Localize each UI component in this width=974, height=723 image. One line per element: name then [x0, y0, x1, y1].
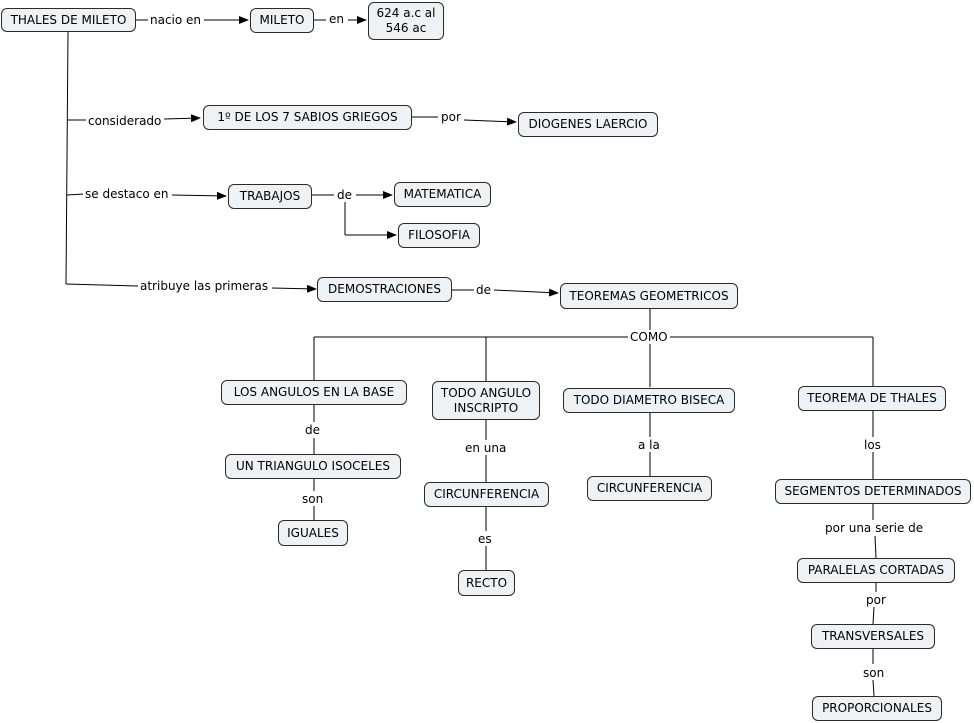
link-label-considerado: considerado	[86, 114, 164, 128]
link-label-nacio-en: nacio en	[148, 13, 204, 27]
link-label-de-trabajos: de	[335, 188, 354, 202]
link-label-atribuye: atribuye las primeras	[138, 279, 271, 293]
node-proporcionales[interactable]: PROPORCIONALES	[812, 696, 942, 721]
link-label-por: por	[439, 110, 463, 124]
node-transversales[interactable]: TRANSVERSALES	[811, 624, 935, 649]
link-label-son-triangulo: son	[300, 492, 326, 506]
node-thales-de-mileto[interactable]: THALES DE MILETO	[1, 8, 136, 32]
node-matematica[interactable]: MATEMATICA	[394, 182, 491, 207]
link-label-es: es	[476, 532, 494, 546]
node-angulos-en-la-base[interactable]: LOS ANGULOS EN LA BASE	[221, 380, 407, 405]
link-label-de-angulos: de	[303, 423, 322, 437]
node-triangulo-isosceles[interactable]: UN TRIANGULO ISOCELES	[225, 454, 401, 479]
node-filosofia[interactable]: FILOSOFIA	[398, 223, 480, 248]
node-diogenes-laercio[interactable]: DIOGENES LAERCIO	[518, 112, 658, 137]
link-label-por-una-serie-de: por una serie de	[823, 521, 926, 535]
node-teorema-de-thales[interactable]: TEOREMA DE THALES	[798, 386, 946, 411]
link-label-en: en	[327, 12, 346, 26]
link-label-de-demostraciones: de	[474, 283, 493, 297]
node-fecha[interactable]: 624 a.c al 546 ac	[368, 2, 444, 40]
node-iguales[interactable]: IGUALES	[278, 520, 348, 546]
link-label-como: COMO	[628, 330, 670, 344]
link-label-a-la: a la	[636, 438, 662, 452]
node-recto[interactable]: RECTO	[458, 570, 515, 596]
link-label-por-paralelas: por	[864, 593, 888, 607]
node-teoremas-geometricos[interactable]: TEOREMAS GEOMETRICOS	[560, 283, 738, 309]
node-circunferencia-1[interactable]: CIRCUNFERENCIA	[424, 482, 549, 507]
node-mileto[interactable]: MILETO	[250, 8, 314, 33]
node-diametro-biseca[interactable]: TODO DIAMETRO BISECA	[563, 388, 735, 413]
node-demostraciones[interactable]: DEMOSTRACIONES	[317, 277, 452, 302]
node-paralelas-cortadas[interactable]: PARALELAS CORTADAS	[797, 558, 955, 583]
node-sabios-griegos[interactable]: 1º DE LOS 7 SABIOS GRIEGOS	[203, 105, 412, 130]
node-segmentos-determinados[interactable]: SEGMENTOS DETERMINADOS	[775, 479, 971, 504]
node-angulo-inscripto[interactable]: TODO ANGULO INSCRIPTO	[432, 381, 540, 420]
node-trabajos[interactable]: TRABAJOS	[228, 184, 312, 209]
link-label-se-destaco-en: se destaco en	[83, 187, 171, 201]
node-circunferencia-2[interactable]: CIRCUNFERENCIA	[587, 476, 712, 501]
link-label-en-una: en una	[463, 441, 509, 455]
link-label-son-transversales: son	[861, 666, 887, 680]
link-label-los: los	[862, 438, 883, 452]
